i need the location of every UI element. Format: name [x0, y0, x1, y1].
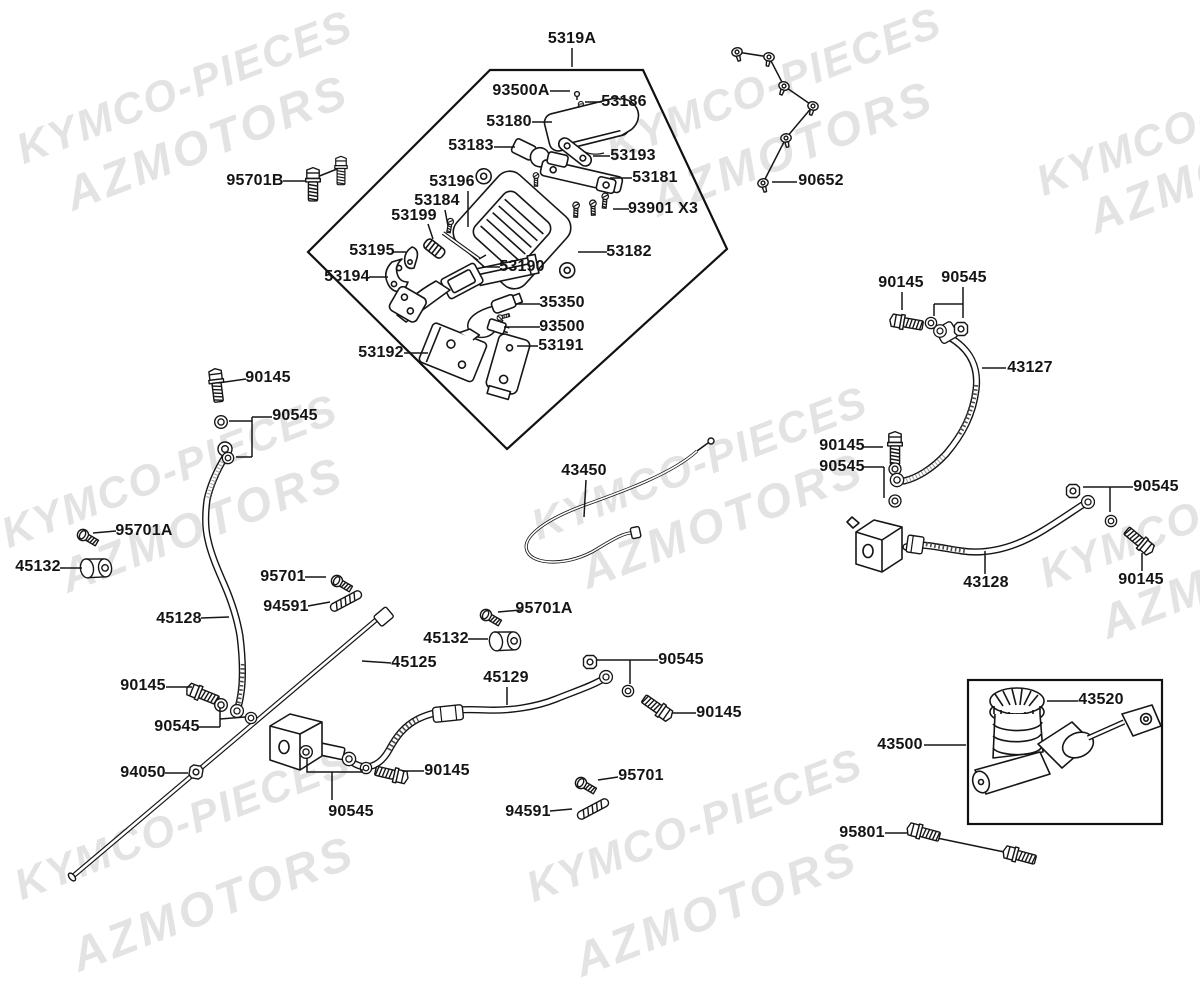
throttle-cable-43450 — [524, 437, 715, 564]
part-label-53192: 53192 — [358, 344, 404, 361]
part-label-53199: 53199 — [391, 207, 437, 224]
part-label-90545: 90545 — [819, 458, 865, 475]
screw-93500A — [573, 90, 581, 98]
part-label-53194: 53194 — [324, 268, 370, 285]
part-label-53190: 53190 — [499, 258, 545, 275]
part-label-90652: 90652 — [798, 172, 844, 189]
part-label-43500: 43500 — [877, 736, 923, 753]
hose-45128 — [202, 453, 246, 714]
plate-53191 — [485, 333, 531, 401]
part-label-53193: 53193 — [610, 147, 656, 164]
part-label-90545: 90545 — [941, 269, 987, 286]
hose-43128 — [902, 500, 1088, 556]
bracket-53181 — [539, 151, 624, 195]
plate-53192 — [418, 322, 488, 383]
assembly-outline-5319A — [306, 68, 729, 451]
part-label-45132: 45132 — [423, 630, 469, 647]
part-label-95801: 95801 — [839, 824, 885, 841]
part-label-95701a: 95701A — [115, 522, 173, 539]
panel-53182 — [452, 167, 576, 290]
part-label-95701: 95701 — [618, 767, 664, 784]
part-label-53186: 53186 — [601, 93, 647, 110]
part-label-43127: 43127 — [1007, 359, 1053, 376]
part-label-93901-x3: 93901 X3 — [627, 200, 699, 217]
part-label-53181: 53181 — [632, 169, 678, 186]
leader-lines — [60, 48, 1143, 834]
part-label-90145: 90145 — [878, 274, 924, 291]
part-label-53182: 53182 — [606, 243, 652, 260]
part-label-90545: 90545 — [658, 651, 704, 668]
pedal-53190 — [388, 253, 540, 323]
part-label-43450: 43450 — [561, 462, 607, 479]
pipe-45125 — [67, 606, 394, 882]
part-label-90545: 90545 — [272, 407, 318, 424]
part-label-93500: 93500 — [539, 318, 585, 335]
part-label-35350: 35350 — [539, 294, 585, 311]
part-label-45125: 45125 — [391, 654, 437, 671]
part-label-95701a: 95701A — [515, 600, 573, 617]
part-label-53183: 53183 — [448, 137, 494, 154]
diagram-linework — [60, 45, 1164, 882]
part-label-90545: 90545 — [154, 718, 200, 735]
master-cylinder-box — [966, 678, 1164, 826]
switch-35350 — [467, 292, 524, 339]
part-label-53184: 53184 — [414, 192, 460, 209]
part-label-90545: 90545 — [1133, 478, 1179, 495]
part-label-45128: 45128 — [156, 610, 202, 627]
part-label-43520: 43520 — [1078, 691, 1124, 708]
part-label-53196: 53196 — [429, 173, 475, 190]
part-label-90145: 90145 — [696, 704, 742, 721]
hook-53194 — [384, 258, 409, 293]
part-label-53180: 53180 — [486, 113, 532, 130]
part-label-45132: 45132 — [15, 558, 61, 575]
part-label-93500a: 93500A — [492, 82, 550, 99]
part-label-90145: 90145 — [1118, 571, 1164, 588]
hose-43127 — [900, 321, 981, 485]
part-label-90145: 90145 — [120, 677, 166, 694]
fasteners — [74, 155, 1158, 868]
part-label-94591: 94591 — [505, 803, 551, 820]
strap-53193 — [557, 137, 593, 167]
junction-block-right — [846, 516, 903, 573]
part-label-94050: 94050 — [120, 764, 166, 781]
part-label-94591: 94591 — [263, 598, 309, 615]
wire-clip-chain — [730, 45, 820, 194]
clip-53195 — [403, 246, 419, 270]
part-label-95701b: 95701B — [226, 172, 284, 189]
master-cylinder-43500 — [971, 687, 1162, 795]
part-label-90145: 90145 — [424, 762, 470, 779]
part-label-5319a: 5319A — [547, 30, 597, 47]
part-label-90545: 90545 — [328, 803, 374, 820]
part-label-43128: 43128 — [963, 574, 1009, 591]
part-label-90145: 90145 — [819, 437, 865, 454]
pedal-assembly-parts — [384, 90, 640, 401]
part-label-53191: 53191 — [538, 337, 584, 354]
part-label-45129: 45129 — [483, 669, 529, 686]
part-label-53195: 53195 — [349, 242, 395, 259]
hose-45129 — [348, 675, 607, 771]
part-label-95701: 95701 — [260, 568, 306, 585]
part-label-90145: 90145 — [245, 369, 291, 386]
spring-53199 — [423, 238, 446, 259]
